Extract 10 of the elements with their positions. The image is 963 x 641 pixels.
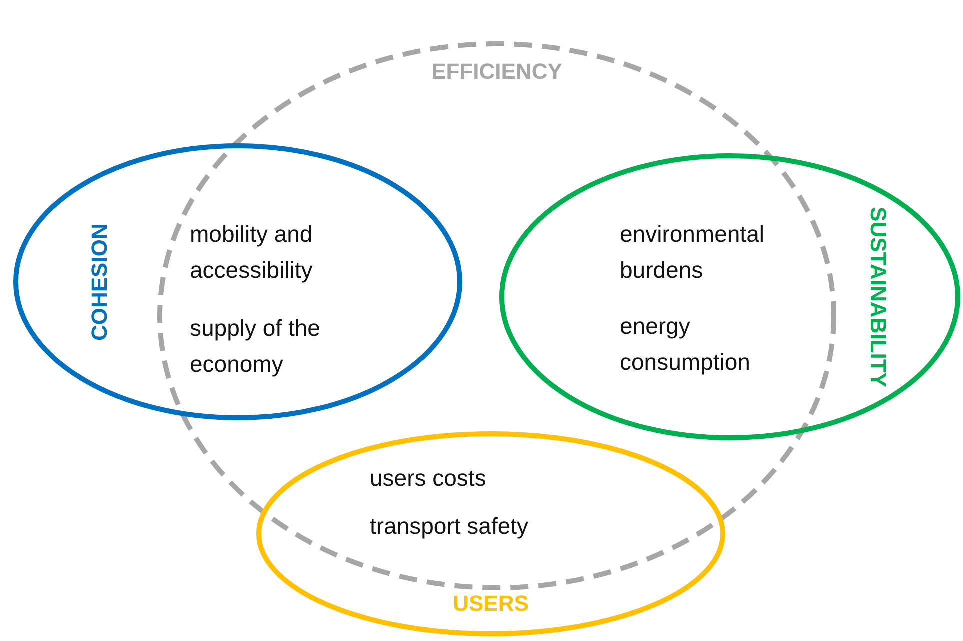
category-title: EFFICIENCY (430, 58, 564, 86)
criterion-text: mobility and accessibility (190, 220, 314, 285)
criterion-text: transport safety (370, 512, 530, 541)
criterion-text: supply of the economy (190, 314, 322, 379)
criterion-text: environmental burdens (620, 220, 766, 285)
category-title: COHESION (86, 222, 113, 343)
category-title: SUSTAINABILITY (865, 206, 892, 390)
category-title: USERS (452, 590, 530, 618)
criterion-text: energy consumption (620, 312, 752, 377)
criterion-text: users costs (370, 464, 488, 493)
